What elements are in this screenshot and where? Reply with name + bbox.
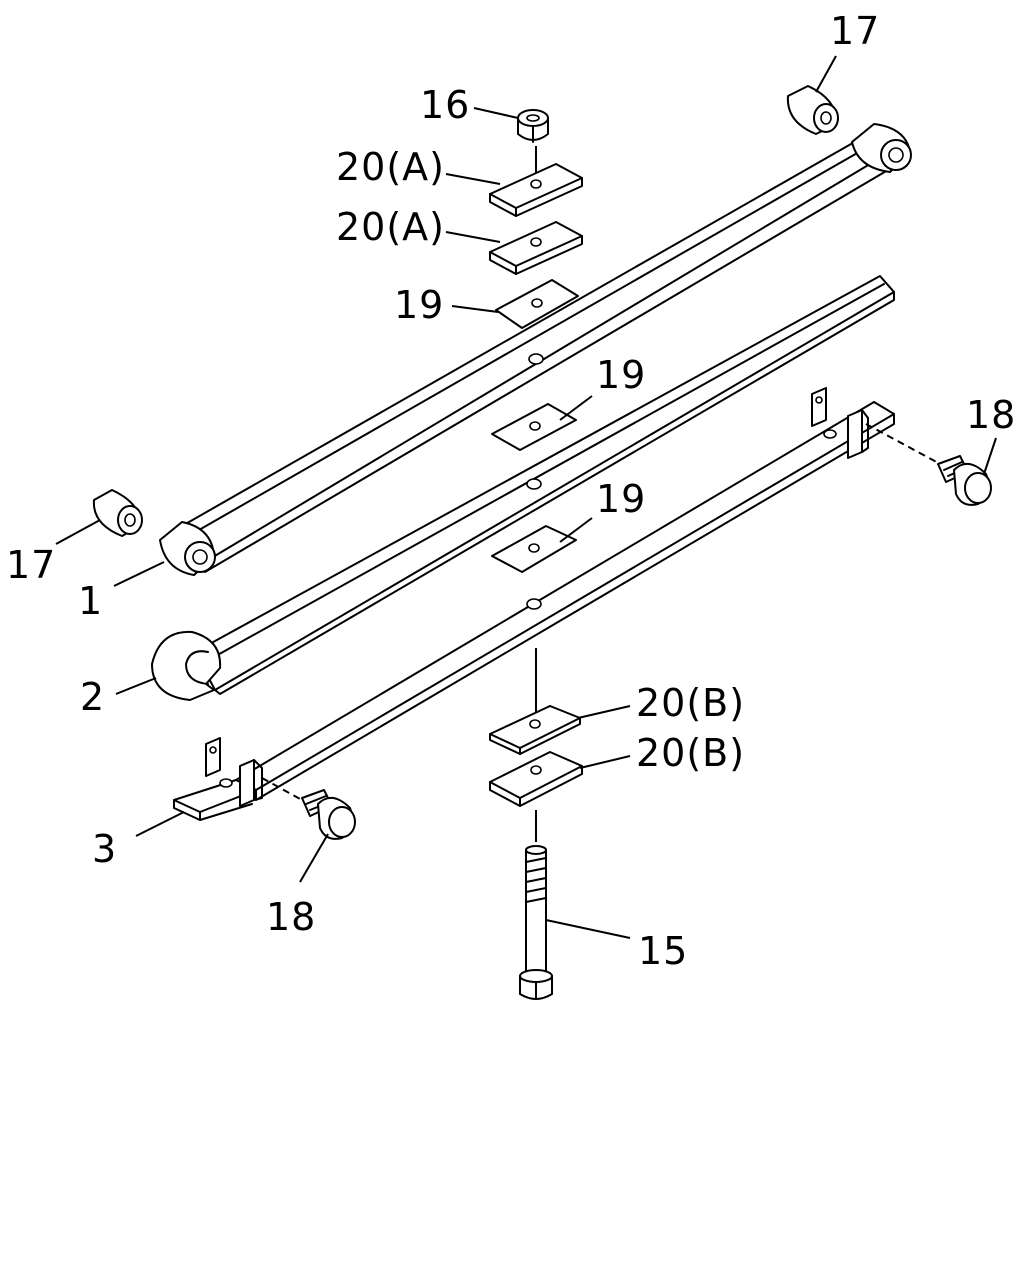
callout-20b-upper: 20(B) <box>636 681 745 725</box>
liner-19-mid <box>491 403 577 451</box>
callout-16: 16 <box>420 83 470 127</box>
bushing-17-left <box>92 489 143 537</box>
plate-20a-lower <box>489 221 583 275</box>
callout-19-top: 19 <box>394 283 444 327</box>
leaf-spring-2 <box>151 275 895 701</box>
callout-18-bottom: 18 <box>266 895 316 939</box>
plate-20b-lower <box>489 751 583 807</box>
liner-19-low <box>491 525 577 573</box>
pin-18-right <box>865 423 992 506</box>
callout-3: 3 <box>92 827 117 871</box>
callout-20b-lower: 20(B) <box>636 731 745 775</box>
callout-1: 1 <box>78 579 103 623</box>
callout-19-mid: 19 <box>596 353 646 397</box>
nut-16 <box>517 109 549 143</box>
bushing-17-top <box>786 85 839 135</box>
callout-2: 2 <box>80 675 105 719</box>
callout-18-right: 18 <box>966 393 1016 437</box>
callout-17-left: 17 <box>6 543 56 587</box>
callout-17-top: 17 <box>830 9 880 53</box>
leaf-spring-3 <box>173 387 895 821</box>
liner-19-top <box>495 279 579 329</box>
leader-lines <box>55 55 997 939</box>
leaf-spring-1 <box>159 123 912 576</box>
center-bolt-15 <box>519 845 553 1000</box>
callout-20a-upper: 20(A) <box>336 145 445 189</box>
callout-20a-lower: 20(A) <box>336 205 445 249</box>
callout-15: 15 <box>638 929 688 973</box>
plate-20b-upper <box>489 705 581 755</box>
plate-20a-upper <box>489 163 583 217</box>
callout-19-low: 19 <box>596 477 646 521</box>
